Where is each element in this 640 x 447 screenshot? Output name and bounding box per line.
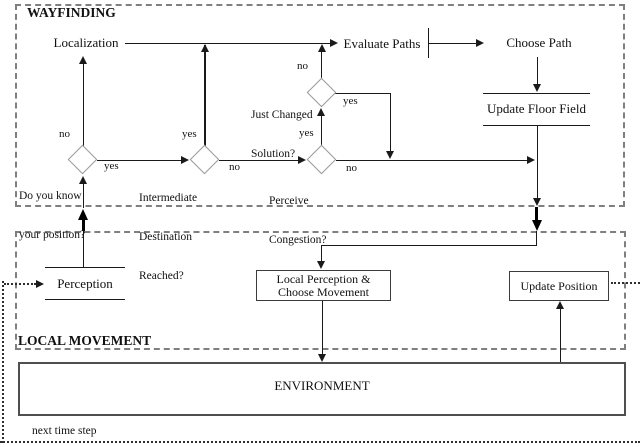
node-border-line — [483, 125, 590, 126]
decision-label-line: your position? — [19, 229, 86, 241]
decision-label-just-changed-solution: Just Changed Solution? — [251, 83, 313, 187]
connector-line — [321, 245, 537, 246]
edge-label-yes: yes — [343, 95, 358, 107]
edge-label-yes: yes — [104, 160, 119, 172]
connector-line — [125, 43, 332, 44]
arrowhead-right-icon — [527, 156, 535, 164]
node-perception: Perception — [57, 276, 113, 291]
node-local-perception-choose-movement: Local Perception & Choose Movement — [256, 270, 391, 301]
arrowhead-down-icon — [533, 198, 541, 206]
thick-arrow-shaft — [535, 207, 538, 221]
node-evaluate-paths: Evaluate Paths — [343, 36, 421, 51]
connector-line — [537, 57, 538, 87]
node-environment-box: ENVIRONMENT — [18, 362, 626, 416]
dotted-loop-line — [2, 281, 4, 443]
wayfinding-title: WAYFINDING — [27, 5, 116, 20]
arrowhead-right-icon — [298, 156, 306, 164]
arrowhead-up-icon — [201, 44, 209, 52]
edge-label-yes: yes — [182, 128, 197, 140]
connector-line — [537, 125, 538, 200]
dotted-loop-line — [4, 283, 36, 285]
node-update-position: Update Position — [509, 271, 609, 301]
edge-label-yes: yes — [299, 127, 314, 139]
arrowhead-up-icon — [79, 56, 87, 64]
arrowhead-up-icon — [556, 301, 564, 309]
dotted-loop-line — [0, 441, 640, 443]
local-movement-title: LOCAL MOVEMENT — [18, 333, 152, 348]
node-local-perception-line1: Local Perception & — [276, 272, 371, 286]
connector-line — [97, 160, 183, 161]
arrowhead-right-icon — [181, 156, 189, 164]
node-update-floor-field: Update Floor Field — [487, 101, 586, 116]
local-movement-region-border — [15, 231, 626, 350]
dotted-loop-line — [611, 282, 640, 284]
next-time-step-label: next time step — [32, 425, 97, 437]
decision-label-line: Just Changed — [251, 109, 313, 121]
connector-line — [204, 45, 206, 148]
edge-label-no: no — [346, 162, 357, 174]
node-border-line — [45, 267, 125, 268]
connector-line — [536, 231, 537, 246]
arrowhead-up-icon — [317, 108, 325, 116]
connector-line — [390, 93, 391, 153]
connector-line — [321, 110, 322, 149]
arrowhead-down-icon — [318, 354, 326, 362]
decision-label-line: Solution? — [251, 148, 296, 160]
decision-label-perceive-congestion: Perceive Congestion? — [269, 169, 327, 273]
node-environment-label: ENVIRONMENT — [274, 378, 370, 393]
arrowhead-right-icon — [330, 39, 338, 47]
decision-label-intermediate-destination: Intermediate Destination Reached? — [139, 166, 197, 309]
arrowhead-right-icon — [476, 39, 484, 47]
node-choose-path: Choose Path — [506, 35, 572, 50]
connector-line — [428, 43, 478, 44]
thick-arrowhead-down-icon — [532, 220, 542, 231]
arrowhead-up-icon — [318, 44, 326, 52]
connector-line — [83, 58, 84, 147]
decision-label-line: Reached? — [139, 270, 184, 282]
connector-line — [219, 160, 301, 161]
edge-label-no: no — [59, 128, 70, 140]
decision-label-line: Congestion? — [269, 234, 327, 246]
arrowhead-down-icon — [317, 261, 325, 269]
connector-line — [321, 46, 322, 82]
arrowhead-up-icon — [79, 176, 87, 184]
thick-arrowhead-up-icon — [78, 209, 88, 220]
junction-tick — [428, 28, 429, 58]
connector-line — [83, 178, 84, 208]
node-localization: Localization — [53, 35, 119, 50]
wayfinding-region-border — [15, 4, 625, 207]
connector-line — [560, 309, 561, 362]
node-local-perception-line2: Choose Movement — [278, 285, 369, 299]
connector-line — [336, 160, 528, 161]
edge-label-no: no — [229, 161, 240, 173]
arrowhead-down-icon — [533, 84, 541, 92]
node-border-line — [483, 93, 590, 94]
decision-label-line: Destination — [139, 231, 193, 243]
decision-label-know-position: Do you know your position? — [19, 164, 85, 268]
connector-line — [322, 300, 323, 356]
connector-line — [83, 231, 84, 267]
node-border-line — [45, 299, 125, 300]
edge-label-no: no — [297, 60, 308, 72]
arrowhead-right-icon — [36, 280, 44, 288]
connector-line — [335, 93, 391, 94]
connector-line — [321, 245, 322, 263]
decision-label-line: Perceive — [269, 195, 309, 207]
decision-label-line: Do you know — [19, 190, 82, 202]
arrowhead-down-icon — [386, 151, 394, 159]
thick-arrow-shaft — [82, 219, 85, 231]
decision-label-line: Intermediate — [139, 192, 198, 204]
